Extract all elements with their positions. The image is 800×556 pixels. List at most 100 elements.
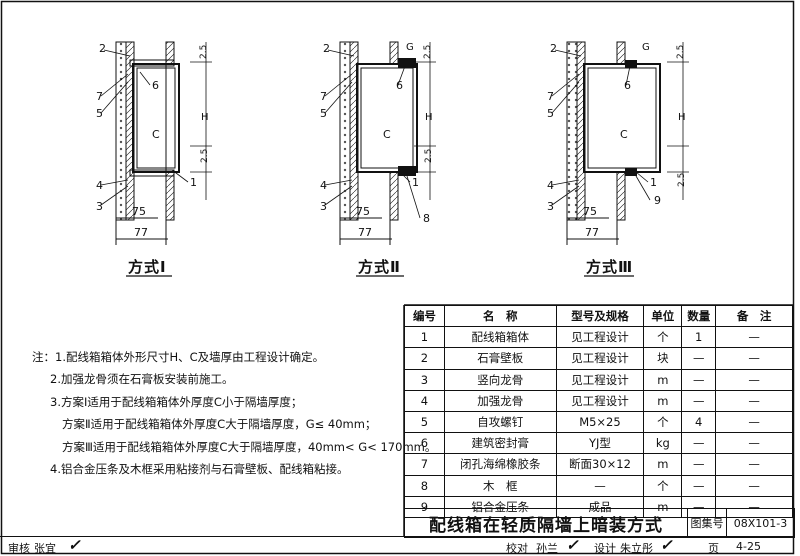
diagram-method-2 [339, 41, 418, 245]
diagram-method-1 [115, 41, 180, 245]
cell-no: 3 [404, 368, 445, 391]
svg-text:77: 77 [585, 226, 599, 239]
caption-method-2: 方式Ⅱ [358, 258, 401, 276]
svg-text:7: 7 [96, 90, 103, 103]
cell-spec: — [555, 474, 645, 497]
leader-lines [100, 49, 651, 219]
cell-qty: — [681, 389, 717, 412]
drawing-title: 配线箱在轻质隔墙上暗装方式 [404, 508, 688, 538]
svg-text:3: 3 [320, 200, 327, 213]
cell-unit: m [643, 368, 683, 391]
svg-text:75: 75 [356, 205, 370, 218]
svg-text:6: 6 [624, 79, 631, 92]
cell-name: 闭孔海绵橡胶条 [443, 453, 557, 476]
caption-method-1: 方式Ⅰ [128, 258, 167, 276]
cell-name: 木 框 [443, 474, 557, 497]
design-label: 设计 [594, 542, 616, 555]
cell-unit: 个 [643, 474, 683, 497]
cell-unit: 块 [643, 347, 683, 370]
svg-text:77: 77 [134, 226, 148, 239]
cell-spec: 见工程设计 [555, 326, 645, 349]
svg-text:2.5: 2.5 [200, 149, 210, 163]
svg-text:2.5: 2.5 [423, 45, 433, 59]
cell-qty: 1 [681, 326, 717, 349]
svg-text:7: 7 [547, 90, 554, 103]
svg-text:2: 2 [550, 42, 557, 55]
cell-remark: — [715, 432, 793, 455]
svg-text:2.5: 2.5 [676, 45, 686, 59]
svg-text:2: 2 [323, 42, 330, 55]
svg-text:2: 2 [99, 42, 106, 55]
cell-unit: m [643, 495, 683, 518]
diagram-1-labels: 2 7 5 4 3 6 C 1 2.5 H 2.5 75 77 [96, 42, 210, 239]
cell-unit: m [643, 389, 683, 412]
svg-text:3: 3 [96, 200, 103, 213]
svg-text:C: C [152, 128, 160, 141]
cell-name: 建筑密封膏 [443, 432, 557, 455]
header-no: 编号 [404, 304, 445, 328]
designer-signature: ✓ [660, 536, 673, 554]
cell-qty: — [681, 474, 717, 497]
dimension-lines [190, 42, 689, 200]
cell-spec: M5×25 [555, 410, 645, 434]
cell-unit: 个 [643, 326, 683, 349]
cell-no: 8 [404, 474, 445, 497]
cell-no: 2 [404, 347, 445, 370]
header-spec: 型号及规格 [555, 304, 645, 328]
cell-spec: 见工程设计 [555, 389, 645, 412]
cell-name: 配线箱箱体 [443, 326, 557, 349]
svg-text:2.5: 2.5 [199, 45, 209, 59]
designer-name: 朱立彤 [620, 542, 653, 555]
svg-text:H: H [201, 112, 209, 123]
cell-qty: — [681, 432, 717, 455]
cell-remark: — [715, 326, 793, 349]
cell-spec: 见工程设计 [555, 368, 645, 391]
cell-unit: kg [643, 432, 683, 455]
cell-name: 加强龙骨 [443, 389, 557, 412]
atlas-number: 08X101-3 [726, 508, 795, 538]
cell-spec: 断面30×12 [555, 453, 645, 476]
cell-remark: — [715, 453, 793, 476]
cell-remark: — [715, 368, 793, 391]
cell-qty: 4 [681, 410, 717, 434]
cell-name: 自攻螺钉 [443, 410, 557, 434]
cell-no: 9 [404, 495, 445, 518]
svg-text:5: 5 [320, 107, 327, 120]
svg-text:G: G [406, 42, 414, 53]
diagram-3-labels: 2 7 5 4 3 6 C 1 9 G 2.5 H 2.5 75 77 [547, 42, 687, 239]
signature-row: 审核 张宜 ✓ 校对 孙兰 ✓ 设计 朱立彤 ✓ 页 4-25 [0, 536, 793, 555]
cell-qty: — [681, 453, 717, 476]
note-3b: 方案Ⅲ适用于配线箱箱体外厚度C大于隔墙厚度，40mm< G< 170mm。 [62, 439, 437, 454]
svg-text:77: 77 [358, 226, 372, 239]
cell-unit: m [643, 453, 683, 476]
diagram-2-labels: 2 7 5 4 3 6 C 1 8 G 2.5 H 2.5 75 77 [320, 42, 434, 239]
svg-text:8: 8 [423, 212, 430, 225]
svg-text:G: G [642, 42, 650, 53]
cell-remark: — [715, 389, 793, 412]
cell-no: 4 [404, 389, 445, 412]
svg-text:75: 75 [132, 205, 146, 218]
svg-text:75: 75 [583, 205, 597, 218]
svg-text:1: 1 [650, 176, 657, 189]
svg-text:C: C [620, 128, 628, 141]
note-4: 4.铝合金压条及木框采用粘接剂与石膏壁板、配线箱粘接。 [50, 462, 349, 477]
reviewer-name: 张宜 [34, 542, 56, 555]
page-number: 4-25 [736, 540, 761, 553]
table-header-row: 编号 名 称 型号及规格 单位 数量 备 注 [404, 304, 793, 328]
cell-qty: — [681, 368, 717, 391]
note-2: 2.加强龙骨须在石膏板安装前施工。 [50, 372, 234, 387]
svg-text:2.5: 2.5 [424, 149, 434, 163]
cell-remark: — [715, 474, 793, 497]
cell-unit: 个 [643, 410, 683, 434]
svg-text:3: 3 [547, 200, 554, 213]
cell-no: 1 [404, 326, 445, 349]
